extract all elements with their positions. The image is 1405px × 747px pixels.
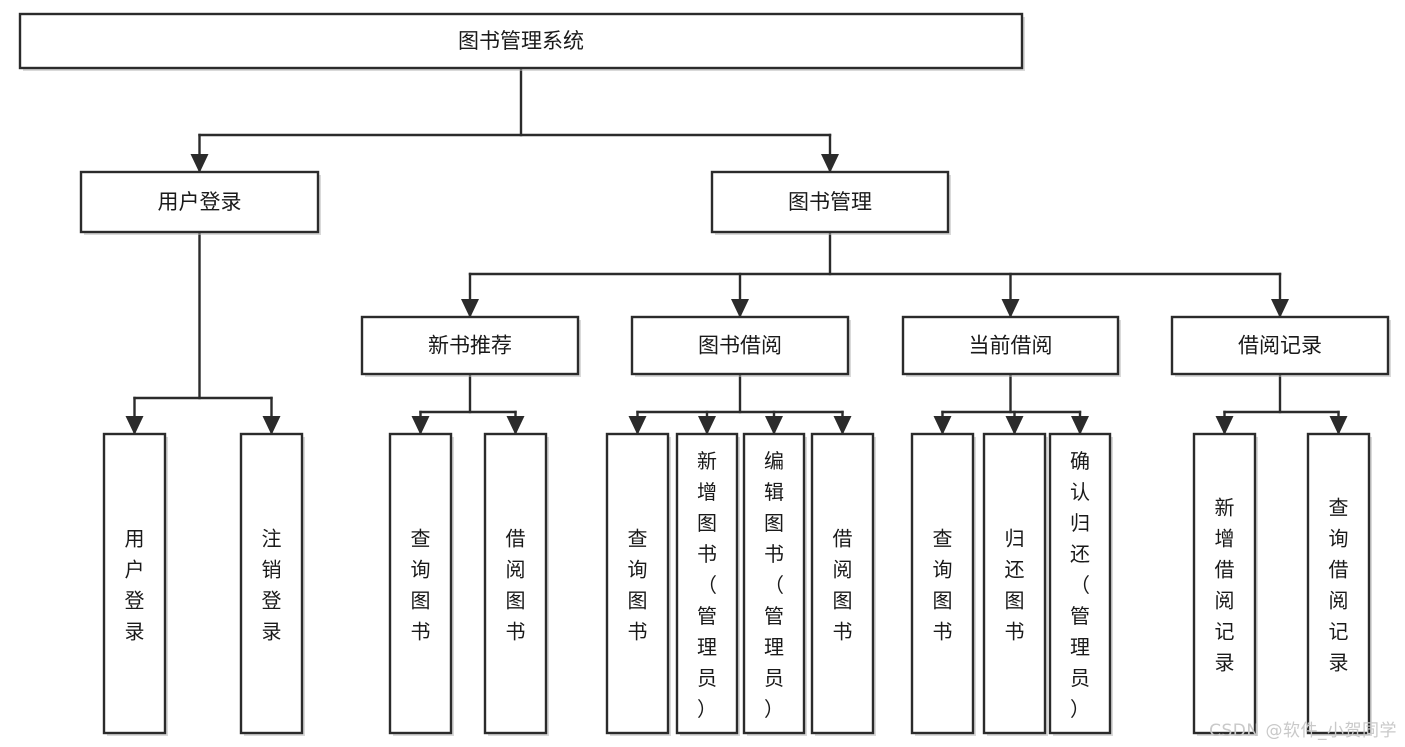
node-label: 图书管理 (788, 190, 872, 214)
box-outline (239, 432, 304, 735)
watermark-label: CSDN @软件_小贺同学 (1209, 721, 1397, 741)
leafgroup-current-borrow-arrow-0 (933, 416, 952, 435)
box-outline (710, 170, 950, 234)
node-label: 新增图书（管理员） (697, 449, 717, 721)
node-label: 借阅图书 (833, 527, 853, 644)
leafgroup-book-borrow-arrow-1 (698, 416, 716, 435)
leafgroup-user-login-arrow-0 (125, 416, 144, 435)
leafgroup-current-borrow-arrow-2 (1071, 416, 1089, 435)
box-outline (810, 432, 875, 735)
box-outline (742, 432, 806, 735)
box-outline (630, 315, 850, 376)
node-new-book-rec[interactable]: 新书推荐 (360, 315, 581, 377)
node-leaf-borrow-book-1[interactable]: 借阅图书 (483, 432, 549, 736)
box-outline (605, 432, 670, 735)
box-outline (388, 432, 453, 735)
node-label: 归还图书 (1005, 527, 1025, 644)
node-book-manage[interactable]: 图书管理 (710, 170, 951, 235)
node-label: 查询图书 (411, 527, 431, 644)
node-label: 图书借阅 (698, 334, 782, 358)
node-leaf-confirm-return[interactable]: 确认归还（管理员） (1048, 432, 1113, 736)
box-outline (360, 315, 580, 376)
node-root-root[interactable]: 图书管理系统 (18, 12, 1025, 71)
box-outline (102, 432, 167, 735)
node-label: 编辑图书（管理员） (764, 449, 784, 721)
node-leaf-add-book[interactable]: 新增图书（管理员） (675, 432, 740, 736)
node-label: 用户登录 (125, 527, 145, 644)
root-to-level2-arrow-0 (190, 154, 209, 173)
node-leaf-query-record[interactable]: 查询借阅记录 (1306, 432, 1372, 736)
node-label: 图书管理系统 (458, 29, 584, 53)
box-outline (79, 170, 320, 234)
node-book-borrow[interactable]: 图书借阅 (630, 315, 851, 377)
bookmanage-to-level3-arrow-3 (1271, 299, 1289, 318)
box-outline (483, 432, 548, 735)
connector-layer (125, 66, 1348, 435)
node-user-login[interactable]: 用户登录 (79, 170, 321, 235)
node-label: 确认归还（管理员） (1070, 449, 1090, 721)
node-leaf-user-login[interactable]: 用户登录 (102, 432, 168, 736)
node-label: 查询图书 (933, 527, 953, 644)
leafgroup-book-borrow-arrow-0 (628, 416, 647, 435)
leafgroup-new-book-rec-arrow-0 (411, 416, 430, 435)
node-leaf-query-book-3[interactable]: 查询图书 (910, 432, 976, 736)
box-outline (18, 12, 1024, 70)
node-label: 用户登录 (158, 190, 242, 214)
node-leaf-borrow-book-2[interactable]: 借阅图书 (810, 432, 876, 736)
box-outline (910, 432, 975, 735)
leafgroup-book-borrow-arrow-3 (833, 416, 852, 435)
box-outline (1048, 432, 1112, 735)
node-leaf-return-book[interactable]: 归还图书 (982, 432, 1048, 736)
box-outline (901, 315, 1120, 376)
bookmanage-to-level3-arrow-0 (461, 299, 479, 318)
node-leaf-query-book-1[interactable]: 查询图书 (388, 432, 454, 736)
box-outline (1306, 432, 1371, 735)
node-label: 新书推荐 (428, 334, 512, 358)
leafgroup-borrow-record-arrow-0 (1215, 416, 1234, 435)
node-leaf-add-record[interactable]: 新增借阅记录 (1192, 432, 1258, 736)
root-to-level2-arrow-1 (821, 154, 839, 173)
node-label: 查询图书 (628, 527, 648, 644)
node-layer: 图书管理系统用户登录图书管理新书推荐图书借阅当前借阅借阅记录用户登录注销登录查询… (18, 12, 1391, 736)
node-leaf-query-book-2[interactable]: 查询图书 (605, 432, 671, 736)
node-label: 借阅图书 (506, 527, 526, 644)
leafgroup-book-borrow-arrow-2 (765, 416, 783, 435)
node-leaf-edit-book[interactable]: 编辑图书（管理员） (742, 432, 807, 736)
node-current-borrow[interactable]: 当前借阅 (901, 315, 1121, 377)
box-outline (675, 432, 739, 735)
box-outline (1170, 315, 1390, 376)
node-label: 借阅记录 (1238, 334, 1322, 358)
leafgroup-borrow-record-arrow-1 (1329, 416, 1348, 435)
node-label: 新增借阅记录 (1215, 496, 1235, 675)
bookmanage-to-level3-arrow-2 (1001, 299, 1020, 318)
leafgroup-user-login-arrow-1 (262, 416, 281, 435)
box-outline (1192, 432, 1257, 735)
box-outline (982, 432, 1047, 735)
node-label: 注销登录 (262, 527, 282, 644)
leafgroup-current-borrow-arrow-1 (1005, 416, 1024, 435)
bookmanage-to-level3-arrow-1 (731, 299, 749, 318)
node-label: 当前借阅 (969, 334, 1053, 358)
node-borrow-record[interactable]: 借阅记录 (1170, 315, 1391, 377)
node-label: 查询借阅记录 (1329, 496, 1349, 675)
node-leaf-logout[interactable]: 注销登录 (239, 432, 305, 736)
leafgroup-new-book-rec-arrow-1 (506, 416, 525, 435)
